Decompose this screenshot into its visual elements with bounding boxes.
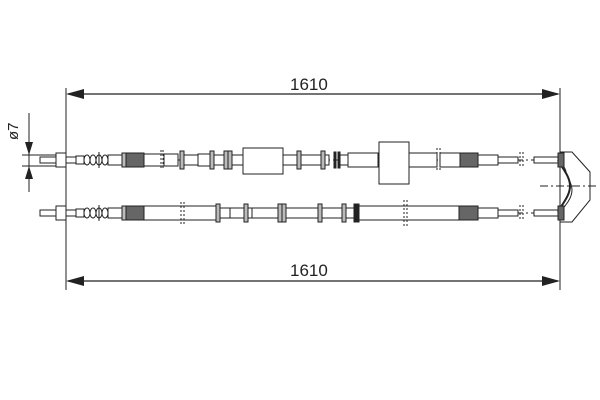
lower-cable [39,200,560,226]
diameter-label: ø7 [5,122,22,140]
equalizer-bracket [540,151,598,223]
length-dimension-top: 1610 [290,75,328,94]
arrowhead-left-icon [66,89,84,99]
upper-cable [39,141,560,185]
length-dimension-bottom: 1610 [290,261,328,280]
arrowhead-right-icon [542,89,560,99]
